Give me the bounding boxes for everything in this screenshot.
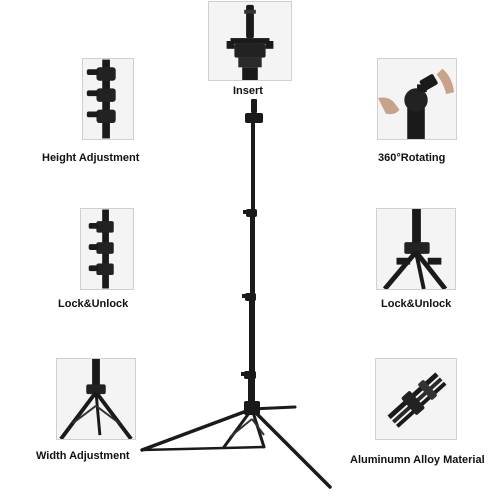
leg-lock-icon (382, 209, 448, 289)
lock-unlock-right-caption: Lock&Unlock (381, 298, 452, 310)
material-caption: Aluminumn Alloy Material (350, 454, 485, 466)
width-adjustment-caption: Width Adjustment (36, 450, 130, 462)
lock-unlock-left-caption: Lock&Unlock (58, 298, 129, 310)
rotating-caption: 360°Rotating (378, 152, 446, 164)
height-adjustment-thumbnail (82, 58, 134, 140)
height-clamps-icon (86, 59, 116, 139)
width-adjustment-thumbnail (56, 358, 136, 440)
lock-clamps-icon (88, 209, 114, 289)
insert-fitting-icon (226, 4, 274, 80)
insert-thumbnail (208, 1, 292, 81)
rotating-thumbnail (377, 58, 457, 140)
lock-unlock-left-thumbnail (80, 208, 134, 290)
lock-unlock-right-thumbnail (376, 208, 456, 290)
main-stand-image (140, 99, 332, 489)
folded-stand-icon (387, 372, 447, 428)
ball-head-icon (378, 68, 455, 139)
material-thumbnail (375, 358, 457, 440)
tripod-base-icon (59, 359, 133, 439)
insert-caption: Insert (233, 85, 263, 97)
height-adjustment-caption: Height Adjustment (42, 152, 140, 164)
